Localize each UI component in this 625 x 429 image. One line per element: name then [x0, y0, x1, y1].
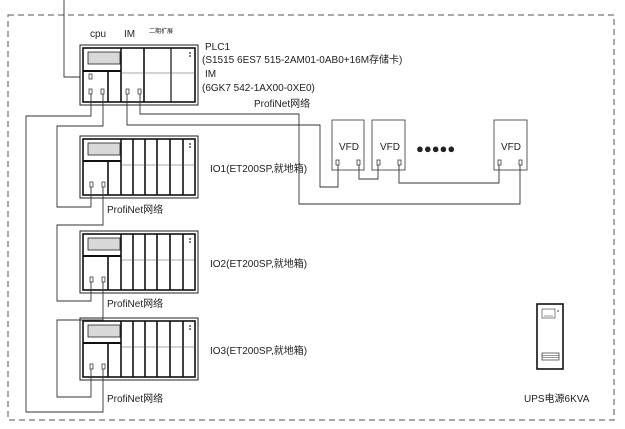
vfd-3-label: VFD: [501, 142, 521, 153]
plc-cpu-display: [87, 51, 121, 65]
cabinet-frame: [7, 14, 615, 421]
io1-network-label: ProfiNet网络: [107, 203, 163, 216]
io3-rack: [79, 317, 199, 381]
io1-label: IO1(ET200SP,就地箱): [210, 162, 307, 175]
plc-cpu-spec: (S1515 6ES7 515-2AM01-0AB0+16M存储卡): [202, 53, 402, 66]
wire-im-to-vfd1: [126, 94, 339, 188]
plc-port-p2: [100, 88, 105, 95]
wire-io1-to-io2: [56, 187, 104, 302]
io3-network-label: ProfiNet网络: [107, 392, 163, 405]
wire-plc-to-io3: [25, 94, 104, 413]
plc-im-name: IM: [205, 69, 216, 80]
wire-vfd2-to-vfd3: [398, 165, 500, 184]
plc-expansion-label: 二期扩展: [149, 27, 173, 35]
im-port-p1: [125, 88, 130, 95]
plc-im-label: IM: [124, 29, 135, 40]
vfd-2-label: VFD: [380, 142, 400, 153]
wire-vfd1-to-vfd2: [358, 165, 379, 180]
wire-im-to-vfd-last: [139, 94, 521, 205]
io2-network-label: ProfiNet网络: [107, 297, 163, 310]
plc-port-p1: [88, 88, 93, 95]
plc-network-label: ProfiNet网络: [254, 97, 310, 110]
wire-plc-to-io1: [56, 94, 104, 208]
plc-im-spec: (6GK7 542-1AX00-0XE0): [202, 83, 315, 94]
vfd-1: [331, 119, 365, 171]
ups-label: UPS电源6KVA: [524, 392, 590, 405]
vfd-3: [493, 119, 528, 171]
ups-cabinet: [536, 303, 564, 370]
im-port-p2: [137, 88, 142, 95]
wire-io2-to-io3: [56, 282, 104, 398]
io2-label: IO2(ET200SP,就地箱): [210, 257, 307, 270]
io1-rack: [79, 135, 199, 199]
vfd-2: [371, 119, 406, 171]
plc-port-x1: [88, 73, 93, 80]
plc-rack: [79, 44, 199, 106]
plc-name: PLC1: [205, 42, 230, 53]
vfd-ellipsis: ●●●●●: [416, 141, 455, 156]
plc-cpu-label: cpu: [90, 29, 106, 40]
vfd-1-label: VFD: [339, 142, 359, 153]
io2-rack: [79, 230, 199, 294]
io3-label: IO3(ET200SP,就地箱): [210, 344, 307, 357]
